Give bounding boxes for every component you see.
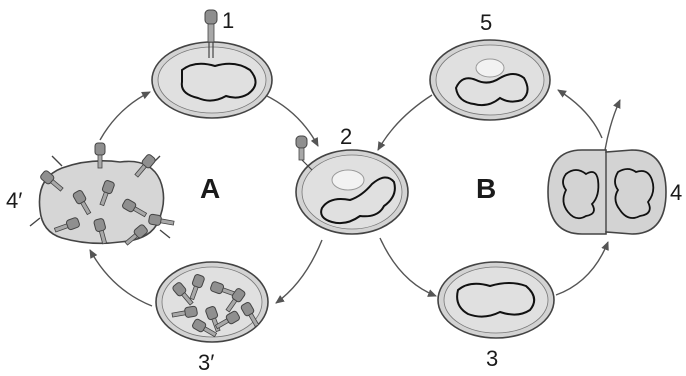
label-stage-1: 1 — [222, 8, 234, 33]
label-stage-3-prime: 3′ — [198, 350, 214, 375]
arrow-2-to-3prime — [276, 240, 322, 303]
label-stage-4: 4 — [670, 180, 682, 205]
cell-stage-5 — [430, 40, 550, 120]
label-stage-4-prime: 4′ — [6, 188, 22, 213]
arrow-1-to-2 — [265, 95, 318, 146]
cell-stage-2 — [296, 136, 408, 234]
arrow-2-to-3 — [380, 238, 436, 296]
arrow-4prime-to-1 — [100, 92, 150, 140]
arrow-3-to-4 — [556, 242, 608, 295]
phage-dna-blob — [332, 170, 364, 190]
label-stage-5: 5 — [480, 10, 492, 35]
phage-dna-blob — [476, 59, 504, 77]
cell-stage-3 — [438, 262, 554, 338]
label-cycle-b: B — [476, 173, 496, 204]
arrow-5-to-2 — [378, 95, 432, 150]
cell-stage-1 — [152, 10, 272, 118]
label-cycle-a: A — [200, 173, 220, 204]
arrow-4-exit — [605, 100, 620, 150]
arrow-3prime-to-4prime — [90, 250, 152, 306]
cell-stage-4-prime — [30, 143, 175, 247]
cell-stage-3-prime — [156, 262, 268, 342]
label-stage-2: 2 — [340, 124, 352, 149]
arrow-4-to-5 — [558, 90, 602, 138]
cell-stage-4 — [548, 150, 666, 234]
label-stage-3: 3 — [486, 346, 498, 371]
